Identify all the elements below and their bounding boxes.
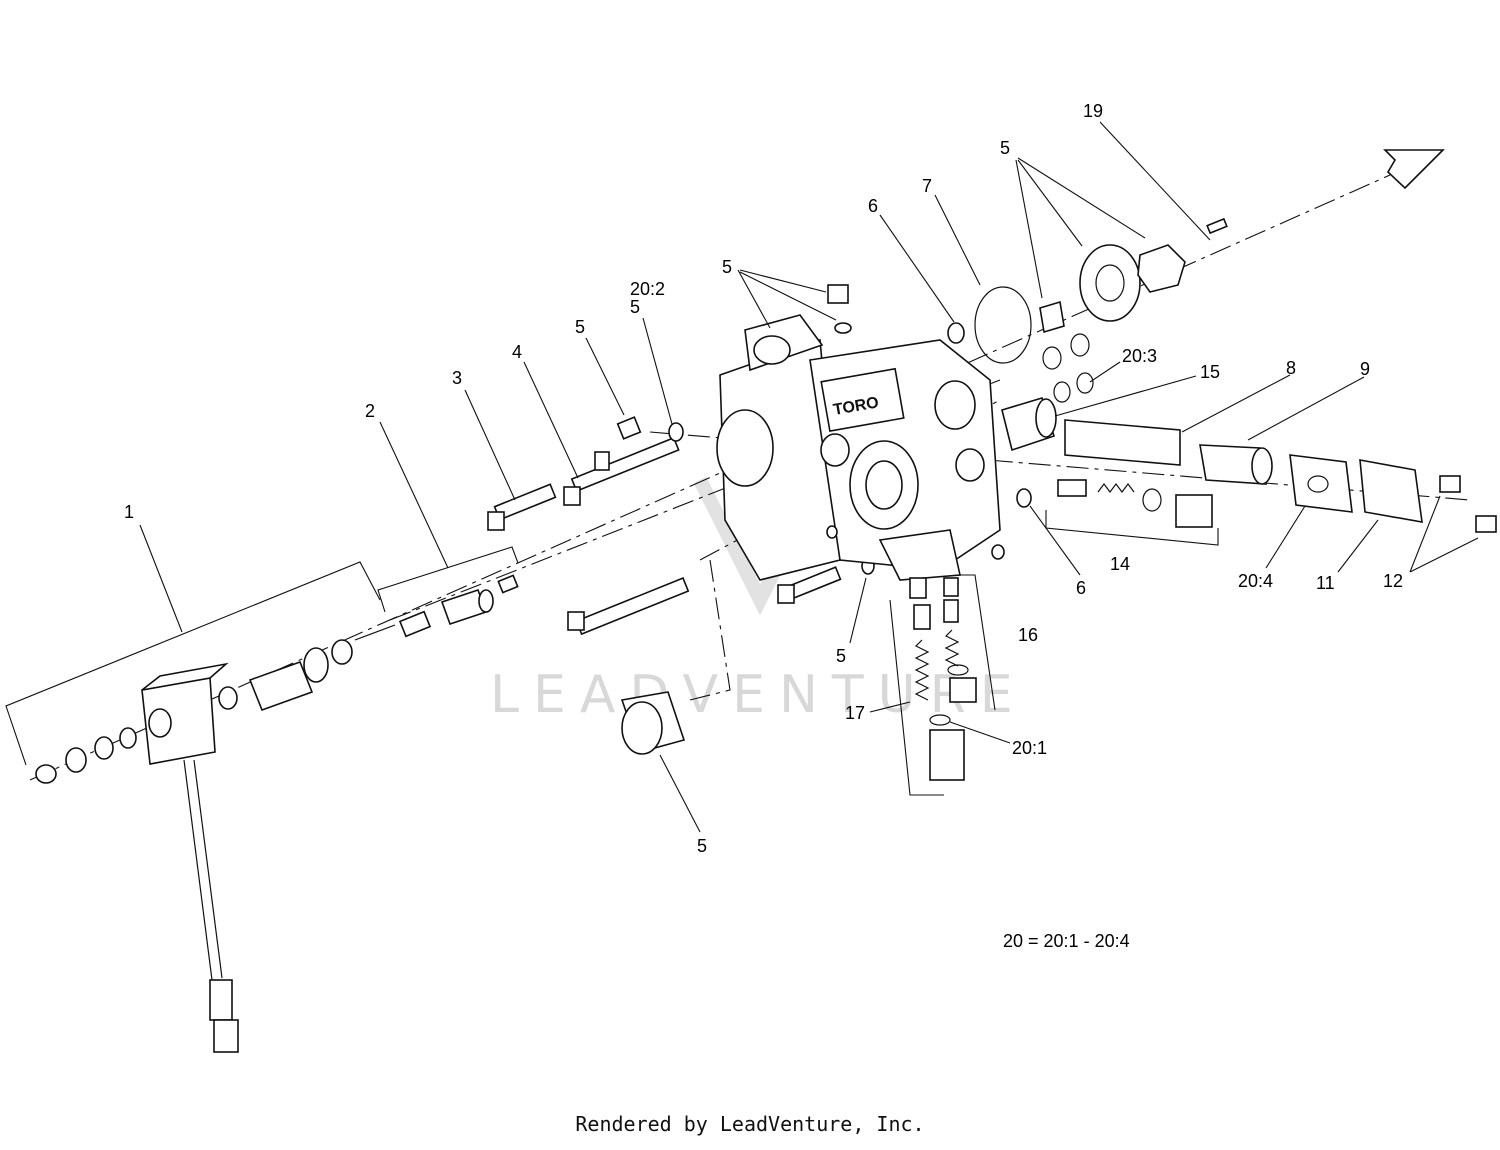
legend-note: 20 = 20:1 - 20:4 <box>1003 931 1130 951</box>
callout-5: 5 <box>836 646 846 666</box>
callout-20-4: 20:4 <box>1238 571 1273 591</box>
callout-14: 14 <box>1110 554 1130 574</box>
callout-7: 7 <box>922 176 932 196</box>
bolts <box>487 284 875 636</box>
callout-5: 5 <box>575 317 585 337</box>
callout-1: 1 <box>124 502 134 522</box>
check-valve-group <box>1016 479 1219 546</box>
callout-20-1: 20:1 <box>1012 738 1047 758</box>
callout-5: 5 <box>630 297 640 317</box>
callout-9: 9 <box>1360 359 1370 379</box>
callout-20-3: 20:3 <box>1122 346 1157 366</box>
callout-5: 5 <box>1000 138 1010 158</box>
cartridge-group <box>620 525 1005 796</box>
callout-3: 3 <box>452 368 462 388</box>
callout-2: 2 <box>365 401 375 421</box>
gerotor-parts <box>947 217 1228 403</box>
callout-11: 11 <box>1316 573 1335 593</box>
direction-arrow-icon <box>1383 149 1445 190</box>
callout-6: 6 <box>1076 578 1086 598</box>
callout-5: 5 <box>722 257 732 277</box>
callout-20-2: 20:2 <box>630 279 665 299</box>
callout-6: 6 <box>868 196 878 216</box>
callout-12: 12 <box>1383 571 1403 591</box>
relief-valve-parts <box>1001 397 1497 533</box>
group-brackets <box>5 546 519 766</box>
callout-labels: 1 2 3 4 5 5 20:2 5 6 7 5 19 20:3 15 8 9 … <box>124 101 1403 856</box>
solenoid-coil-assembly <box>35 624 396 1053</box>
footer-credit: Rendered by LeadVenture, Inc. <box>575 1112 925 1136</box>
leader-lines <box>139 121 1479 833</box>
callout-16: 16 <box>1018 625 1038 645</box>
callout-8: 8 <box>1286 358 1296 378</box>
valve-body: TORO <box>716 314 1001 581</box>
callout-19: 19 <box>1083 101 1103 121</box>
callout-17: 17 <box>845 703 865 723</box>
callout-15: 15 <box>1200 362 1220 382</box>
spool-parts <box>398 574 519 638</box>
callout-4: 4 <box>512 342 522 362</box>
callout-5: 5 <box>697 836 707 856</box>
